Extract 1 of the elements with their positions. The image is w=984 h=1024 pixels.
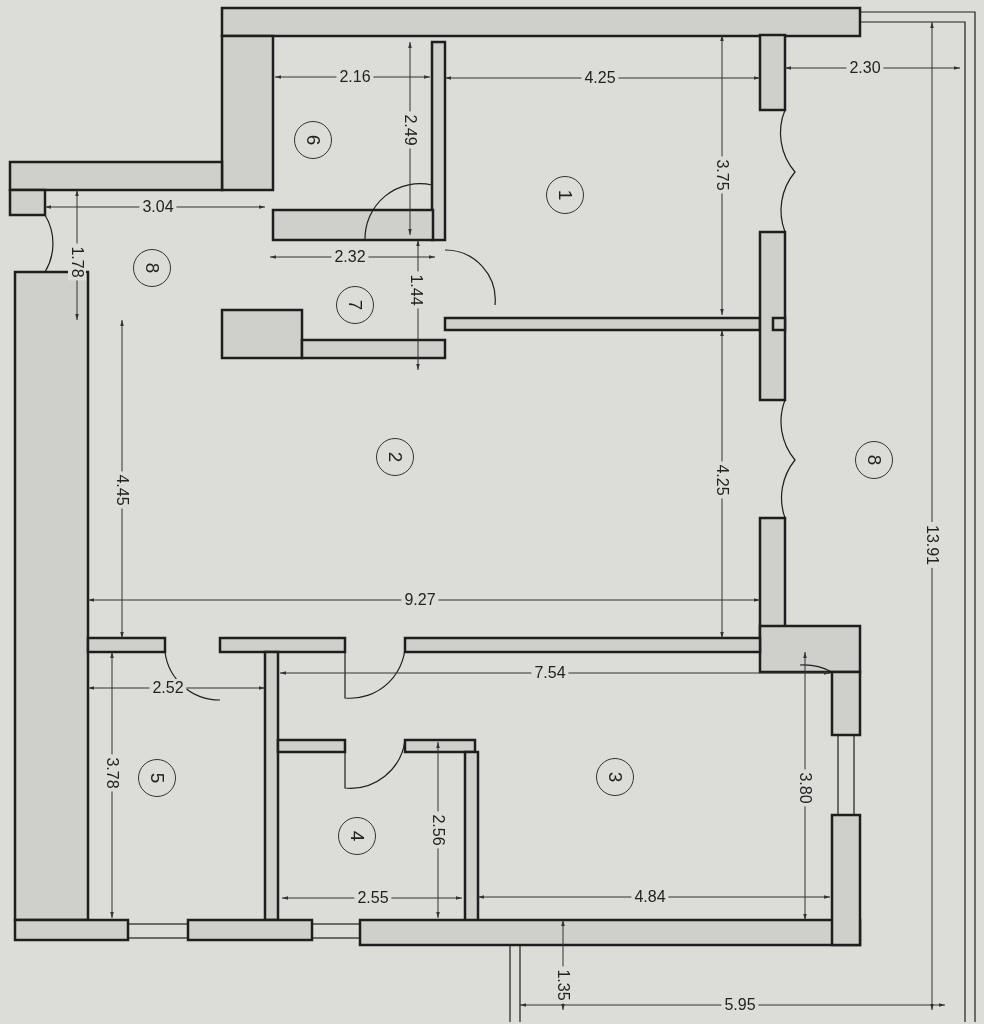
dimension-label: 1.78 — [68, 243, 86, 281]
